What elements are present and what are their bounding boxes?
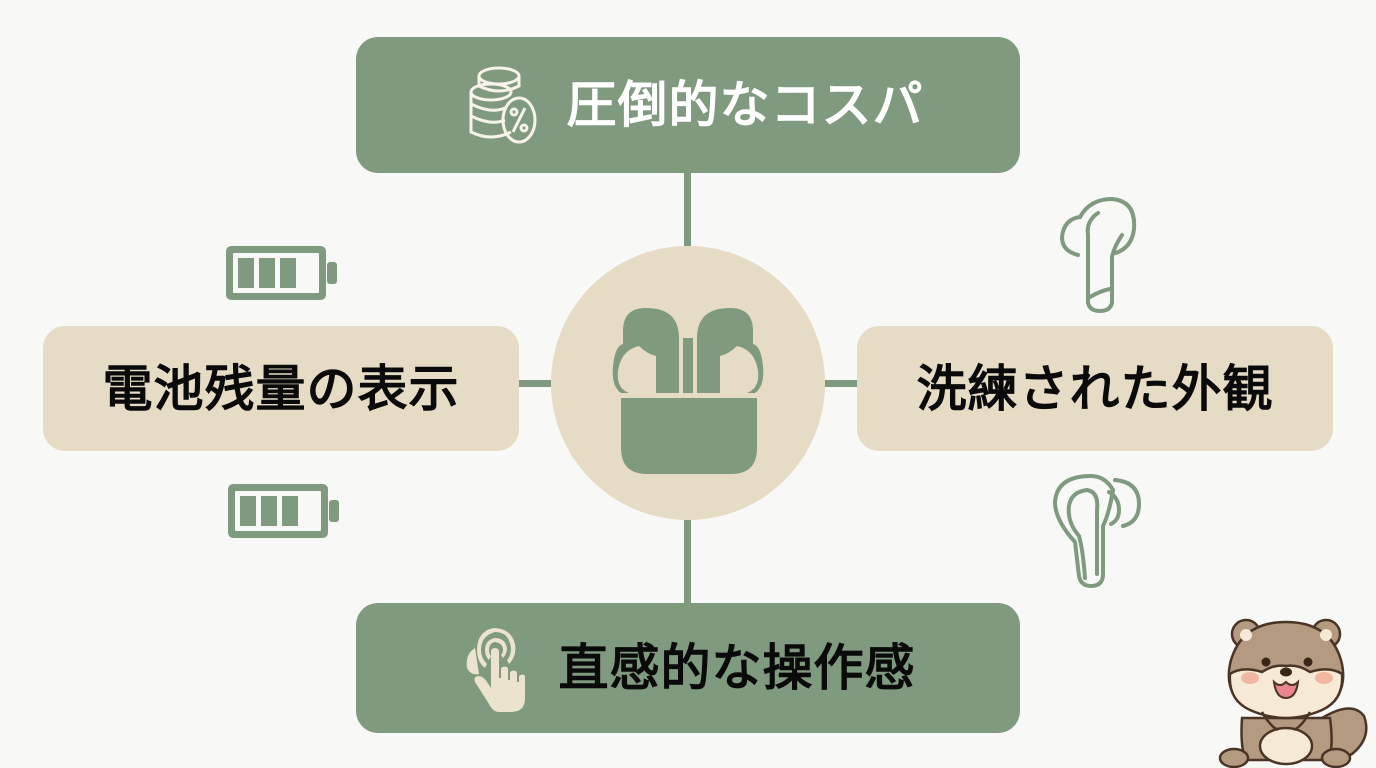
earbuds-case-icon <box>612 308 764 474</box>
feature-label: 圧倒的なコスパ <box>566 76 924 134</box>
battery-icon <box>228 484 339 538</box>
feature-label: 洗練された外観 <box>916 359 1274 418</box>
coins-percent-icon <box>469 66 536 144</box>
feature-refined-design: 洗練された外観 <box>857 326 1333 451</box>
battery-icon <box>226 246 337 300</box>
center-hub <box>551 246 825 520</box>
tap-hand-icon <box>466 628 525 712</box>
feature-intuitive-controls: 直感的な操作感 <box>356 603 1020 733</box>
connector-bottom <box>684 518 691 604</box>
squirrel-mascot <box>1218 618 1368 768</box>
earbud-icon <box>1059 196 1137 314</box>
feature-label: 直感的な操作感 <box>558 639 916 697</box>
connector-left <box>518 380 553 387</box>
earbud-icon <box>1052 473 1142 589</box>
feature-battery-display: 電池残量の表示 <box>43 326 519 451</box>
feature-label: 電池残量の表示 <box>102 359 460 418</box>
feature-cost-performance: 圧倒的なコスパ <box>356 37 1020 173</box>
connector-top <box>684 172 691 248</box>
connector-right <box>823 380 858 387</box>
